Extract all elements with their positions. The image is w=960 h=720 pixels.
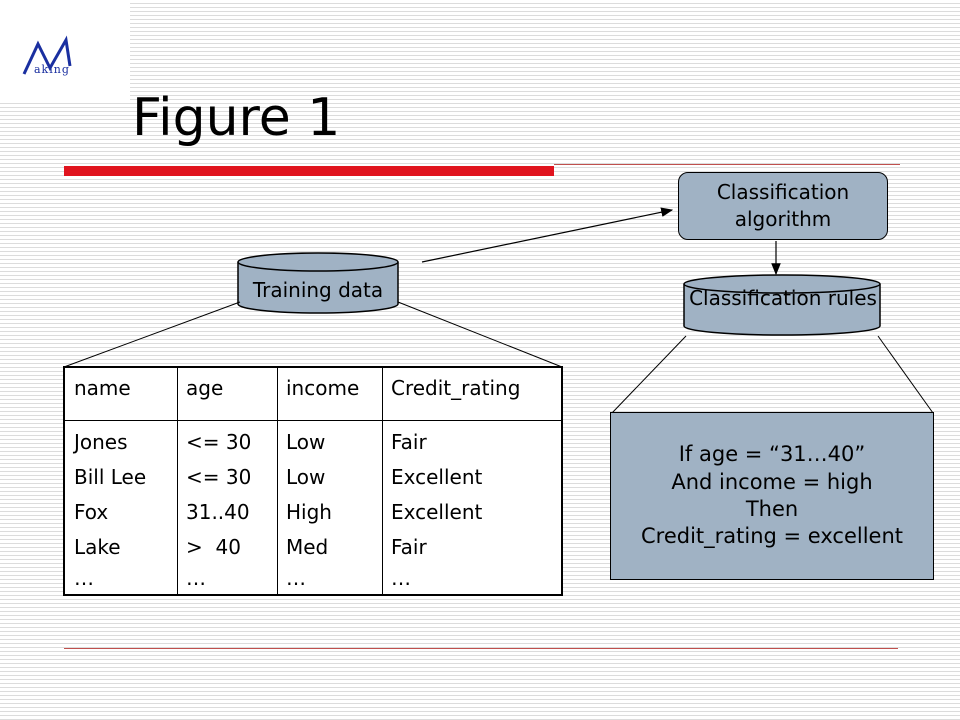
table-cell: Jones <box>74 430 128 454</box>
table-column-name: name Jones Bill Lee Fox Lake … <box>65 368 177 594</box>
table-cell: <= 30 <box>186 430 252 454</box>
table-cell: Fair <box>391 430 427 454</box>
table-cell: High <box>286 500 332 524</box>
title-divider-line <box>554 164 900 165</box>
logo-text: aking <box>34 63 70 76</box>
table-cell: Low <box>286 430 326 454</box>
table-column-age: age <= 30 <= 30 31..40 > 40 … <box>177 368 277 594</box>
classification-algorithm-label: Classification algorithm <box>716 180 850 231</box>
table-cell: Med <box>286 535 329 559</box>
training-data-cylinder <box>237 252 399 314</box>
rule-fan-right <box>877 335 934 414</box>
table-column-income: income Low Low High Med … <box>277 368 382 594</box>
table-cell: Low <box>286 465 326 489</box>
table-column-divider <box>277 368 278 594</box>
title-accent-bar <box>64 166 554 176</box>
rule-condition-income: And income = high <box>671 469 873 494</box>
table-cell: 31..40 <box>186 500 250 524</box>
table-header: income <box>286 376 360 400</box>
rule-then: Then <box>745 497 799 521</box>
table-cell: Excellent <box>391 500 483 524</box>
rule-condition-age: If age = “31…40” <box>678 442 866 467</box>
classification-algorithm-box: Classification algorithm <box>678 172 888 240</box>
page-title: Figure 1 <box>132 88 341 148</box>
table-header: Credit_rating <box>391 376 521 400</box>
table-header: name <box>74 376 131 400</box>
table-cell: Fair <box>391 535 427 559</box>
table-cell: Fox <box>74 500 109 524</box>
logo-icon <box>22 35 72 75</box>
table-column-divider <box>177 368 178 594</box>
footer-divider-line <box>64 648 898 649</box>
table-column-credit-rating: Credit_rating Fair Excellent Excellent F… <box>382 368 563 594</box>
table-cell: <= 30 <box>186 465 252 489</box>
logo-panel: aking <box>0 0 130 100</box>
table-fan-right <box>397 301 563 368</box>
table-cell: Bill Lee <box>74 465 147 489</box>
training-data-table: name Jones Bill Lee Fox Lake … age <= 30… <box>63 366 563 596</box>
training-data-label: Training data <box>252 278 384 302</box>
classification-rules-label: Classification rules <box>689 286 877 310</box>
table-cell: … <box>74 566 94 590</box>
rule-fan-left <box>611 335 687 414</box>
rule-conclusion: Credit_rating = excellent <box>640 524 904 549</box>
table-cell: … <box>186 566 206 590</box>
table-header: age <box>186 376 224 400</box>
table-cell: … <box>391 566 411 590</box>
table-cell: Lake <box>74 535 121 559</box>
classification-rules-cylinder <box>683 274 881 336</box>
table-header-divider <box>65 420 561 421</box>
table-cell: > 40 <box>186 535 241 559</box>
table-cell: … <box>286 566 306 590</box>
table-cell: Excellent <box>391 465 483 489</box>
arrow-to-algorithm <box>421 207 674 263</box>
classification-rule-box: If age = “31…40” And income = high Then … <box>610 412 934 580</box>
table-column-divider <box>382 368 383 594</box>
table-fan-left <box>63 301 241 368</box>
